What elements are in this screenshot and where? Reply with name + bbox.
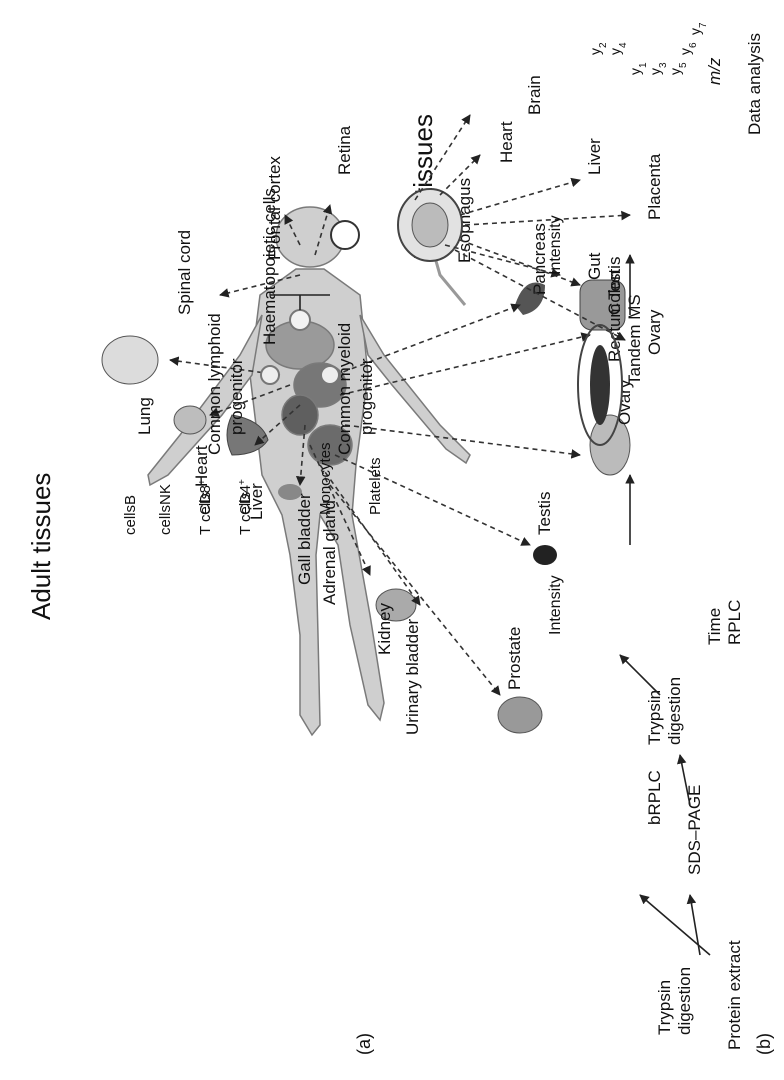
rotated-figure: Adult tissues (a) Lung Spinal cord Heart…	[26, 22, 774, 1055]
fetal-label-heart: Heart	[497, 121, 516, 163]
cell-cd4-sub: T cells	[237, 492, 254, 535]
rplc-time-label: Time	[705, 608, 724, 645]
svg-text:Esophagus: Esophagus	[455, 178, 474, 263]
fetal-label-ovary: Ovary	[645, 309, 664, 355]
fetal-label-placenta: Placenta	[645, 153, 664, 220]
organ-kidney: Kidney	[375, 588, 417, 655]
panel-b-label: (b)	[754, 1033, 774, 1055]
cell-b: B	[122, 495, 139, 505]
label-adrenal-gland: Adrenal gland	[320, 500, 339, 605]
rplc-label: RPLC	[725, 600, 744, 645]
cell-monocytes: Monocytes	[317, 442, 334, 515]
haem-root-label: Haematopoietic cells	[260, 188, 279, 345]
organ-retina: Retina	[330, 125, 360, 250]
cell-nk: NK	[157, 484, 174, 505]
workflow-arrows	[619, 254, 711, 956]
tandem-ms-label: Tandem MS	[625, 294, 644, 385]
label-rectum: Rectum	[605, 303, 624, 362]
mz-label: m/z	[705, 57, 724, 85]
spectrum-ion-labels: y1 y2 y3 y4 y5 y6 y7	[587, 22, 709, 75]
organ-heart-adult: Heart	[173, 405, 211, 487]
label-frontal-cortex: Frontal cortex	[265, 156, 284, 260]
svg-text:Liver: Liver	[247, 483, 266, 520]
fetal-label-brain: Brain	[525, 75, 544, 115]
adult-tissues-panel: Adult tissues (a) Lung Spinal cord Heart…	[26, 125, 634, 1055]
adult-organ-arrows	[169, 204, 591, 696]
svg-text:Common lymphoid: Common lymphoid	[205, 313, 224, 455]
svg-text:Lung: Lung	[135, 397, 154, 435]
trypsin-bottom-2: digestion	[675, 967, 694, 1035]
svg-text:Prostate: Prostate	[505, 627, 524, 690]
protein-extract-label: Protein extract	[725, 940, 744, 1050]
svg-text:Common myeloid: Common myeloid	[335, 323, 354, 455]
cell-cd8: CD8+	[197, 479, 215, 515]
cell-cd8-sub: T cells	[197, 492, 214, 535]
common-lymphoid-progenitor: Common lymphoid progenitor	[205, 313, 280, 455]
svg-text:Testis: Testis	[535, 492, 554, 535]
organ-lung: Lung	[101, 335, 159, 435]
cell-cd4: CD4+	[237, 479, 255, 515]
svg-text:Pancreas: Pancreas	[530, 223, 549, 295]
svg-text:y6: y6	[677, 42, 699, 55]
fetal-label-liver: Liver	[585, 138, 604, 175]
svg-text:y2: y2	[587, 42, 609, 55]
svg-text:y1: y1	[627, 62, 649, 75]
organ-gall-bladder: Gall bladder	[278, 484, 314, 585]
sds-page-label: SDS–PAGE	[685, 785, 704, 875]
workflow-panel: (b) Protein extract SDS–PAGE Trypsin dig…	[547, 22, 774, 1055]
data-analysis-label: Data analysis	[745, 33, 764, 135]
panel-a-label: (a)	[354, 1033, 374, 1055]
label-spinal-cord: Spinal cord	[175, 230, 194, 315]
trypsin-top-1: Trypsin	[645, 690, 664, 745]
organ-pancreas: Pancreas	[515, 223, 549, 315]
fetal-tissues-panel: Fetal tissues Heart Brain Liver Placenta…	[122, 75, 664, 535]
svg-text:Colon: Colon	[605, 271, 624, 315]
brplc-label: bRPLC	[645, 770, 664, 825]
svg-text:progenitor: progenitor	[227, 358, 246, 435]
svg-text:y7: y7	[687, 22, 709, 35]
cell-nk-sub: cells	[157, 505, 174, 535]
common-myeloid-progenitor: Common myeloid progenitor	[320, 323, 376, 455]
svg-text:Heart: Heart	[192, 445, 211, 487]
organ-testis-adult: Testis	[533, 492, 557, 565]
fetal-label-gut: Gut	[585, 252, 604, 280]
organ-colon: Colon	[579, 271, 626, 331]
svg-text:y4: y4	[607, 42, 629, 55]
spectrum-intensity-label: Intensity	[547, 215, 564, 275]
haematopoietic-tree: Haematopoietic cells Common myeloid prog…	[122, 188, 384, 535]
svg-text:y5: y5	[667, 62, 689, 75]
svg-text:Retina: Retina	[335, 125, 354, 175]
human-body-illustration	[147, 206, 471, 737]
cell-b-sub: cells	[122, 505, 139, 535]
organ-prostate: Prostate	[497, 627, 543, 734]
fetal-organ-arrows	[414, 114, 631, 341]
svg-text:progenitor: progenitor	[357, 358, 376, 435]
fetal-label-testis: Testis	[605, 257, 624, 300]
trypsin-top-2: digestion	[665, 677, 684, 745]
svg-text:y3: y3	[647, 62, 669, 75]
organ-ovary-adult: Ovary	[589, 379, 634, 476]
fetus-illustration	[397, 188, 463, 262]
cell-platelets: Platelets	[367, 457, 384, 515]
haem-root-cell	[289, 309, 311, 331]
rplc-intensity-label: Intensity	[547, 575, 564, 635]
svg-text:Gall bladder: Gall bladder	[295, 493, 314, 585]
label-urinary-bladder: Urinary bladder	[403, 618, 422, 735]
tandem-ms-icon	[577, 324, 623, 446]
adult-title: Adult tissues	[26, 473, 56, 620]
trypsin-bottom-1: Trypsin	[655, 980, 674, 1035]
svg-text:Kidney: Kidney	[375, 603, 394, 655]
